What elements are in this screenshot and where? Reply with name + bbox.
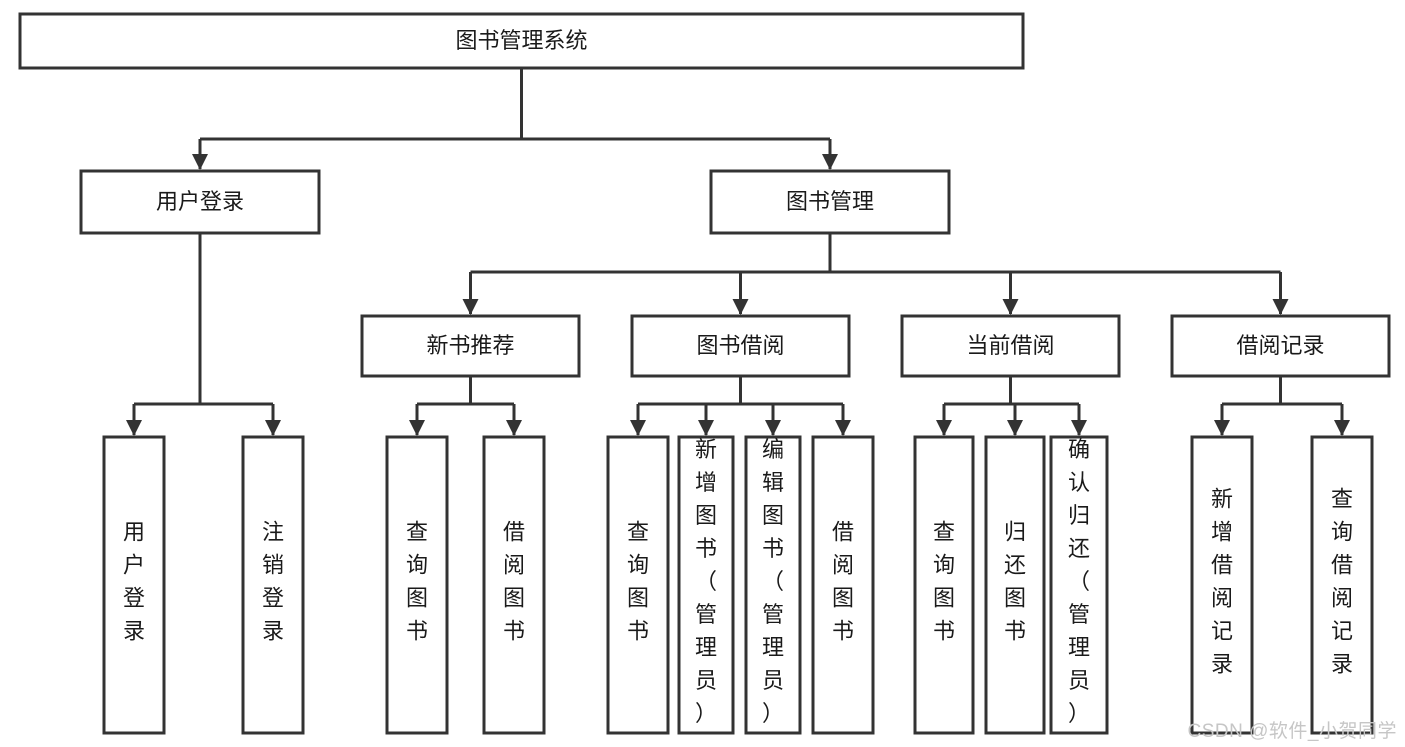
node-label: 图书借阅	[696, 333, 784, 358]
node-box[interactable]	[102, 435, 166, 735]
node-layer: 图书管理系统用户登录图书管理新书推荐图书借阅当前借阅借阅记录用户登录注销登录查询…	[18, 12, 1391, 735]
node-leaf-0[interactable]: 用户登录	[102, 435, 166, 735]
node-l2-0[interactable]: 用户登录	[79, 169, 321, 235]
arrow-head-icon	[630, 420, 646, 436]
node-l3-1[interactable]: 图书借阅	[630, 314, 851, 378]
node-box[interactable]	[1170, 314, 1391, 378]
node-box[interactable]	[677, 435, 735, 735]
node-label: 新增图书（管理员）	[695, 437, 717, 726]
node-label: 新书推荐	[426, 333, 514, 358]
node-box[interactable]	[18, 12, 1025, 70]
node-box[interactable]	[1190, 435, 1254, 735]
node-label: 借阅图书	[503, 520, 525, 644]
node-leaf-1[interactable]: 注销登录	[241, 435, 305, 735]
arrow-head-icon	[1214, 420, 1230, 436]
node-l2-1[interactable]: 图书管理	[709, 169, 951, 235]
node-label: 归还图书	[1004, 520, 1026, 644]
arrow-head-icon	[409, 420, 425, 436]
node-leaf-9[interactable]: 归还图书	[984, 435, 1046, 735]
node-box[interactable]	[984, 435, 1046, 735]
arrow-head-icon	[1007, 420, 1023, 436]
arrow-head-icon	[822, 154, 838, 170]
arrow-head-icon	[126, 420, 142, 436]
node-leaf-3[interactable]: 借阅图书	[482, 435, 546, 735]
node-leaf-11[interactable]: 新增借阅记录	[1190, 435, 1254, 735]
arrow-head-icon	[936, 420, 952, 436]
node-box[interactable]	[744, 435, 802, 735]
node-leaf-12[interactable]: 查询借阅记录	[1310, 435, 1374, 735]
node-box[interactable]	[241, 435, 305, 735]
node-label: 注销登录	[262, 520, 284, 644]
node-label: 查询图书	[406, 520, 428, 644]
node-leaf-10[interactable]: 确认归还（管理员）	[1049, 435, 1109, 735]
arrow-head-icon	[835, 420, 851, 436]
node-label: 查询图书	[627, 520, 649, 644]
node-label: 当前借阅	[966, 333, 1054, 358]
arrow-head-icon	[1071, 420, 1087, 436]
arrow-head-icon	[1272, 299, 1289, 315]
node-box[interactable]	[1310, 435, 1374, 735]
node-box[interactable]	[900, 314, 1121, 378]
node-box[interactable]	[913, 435, 975, 735]
node-box[interactable]	[811, 435, 875, 735]
arrow-head-icon	[765, 420, 781, 436]
node-box[interactable]	[385, 435, 449, 735]
node-box[interactable]	[709, 169, 951, 235]
node-label: 新增借阅记录	[1211, 487, 1233, 677]
node-box[interactable]	[360, 314, 581, 378]
node-label: 借阅图书	[832, 520, 854, 644]
arrow-head-icon	[698, 420, 714, 436]
node-box[interactable]	[630, 314, 851, 378]
node-label: 用户登录	[123, 520, 145, 644]
node-root-0[interactable]: 图书管理系统	[18, 12, 1025, 70]
node-leaf-7[interactable]: 借阅图书	[811, 435, 875, 735]
node-label: 图书管理	[786, 189, 874, 214]
arrow-head-icon	[506, 420, 522, 436]
csdn-watermark: CSDN @软件_小贺同学	[1187, 721, 1397, 742]
node-leaf-8[interactable]: 查询图书	[913, 435, 975, 735]
arrow-head-icon	[732, 299, 749, 315]
node-box[interactable]	[79, 169, 321, 235]
node-l3-2[interactable]: 当前借阅	[900, 314, 1121, 378]
node-leaf-6[interactable]: 编辑图书（管理员）	[744, 435, 802, 735]
node-label: 确认归还（管理员）	[1068, 437, 1090, 726]
node-leaf-2[interactable]: 查询图书	[385, 435, 449, 735]
arrow-head-icon	[192, 154, 208, 170]
node-box[interactable]	[606, 435, 670, 735]
node-label: 查询借阅记录	[1331, 487, 1353, 677]
arrow-head-icon	[1002, 299, 1019, 315]
node-label: 编辑图书（管理员）	[762, 437, 784, 726]
node-box[interactable]	[1049, 435, 1109, 735]
node-label: 图书管理系统	[455, 28, 587, 53]
node-box[interactable]	[482, 435, 546, 735]
node-l3-3[interactable]: 借阅记录	[1170, 314, 1391, 378]
node-label: 查询图书	[933, 520, 955, 644]
node-leaf-5[interactable]: 新增图书（管理员）	[677, 435, 735, 735]
node-label: 用户登录	[156, 189, 244, 214]
node-leaf-4[interactable]: 查询图书	[606, 435, 670, 735]
arrow-head-icon	[1334, 420, 1350, 436]
connector-layer	[126, 68, 1350, 436]
arrow-head-icon	[265, 420, 281, 436]
arrow-head-icon	[462, 299, 479, 315]
node-l3-0[interactable]: 新书推荐	[360, 314, 581, 378]
node-label: 借阅记录	[1236, 333, 1324, 358]
